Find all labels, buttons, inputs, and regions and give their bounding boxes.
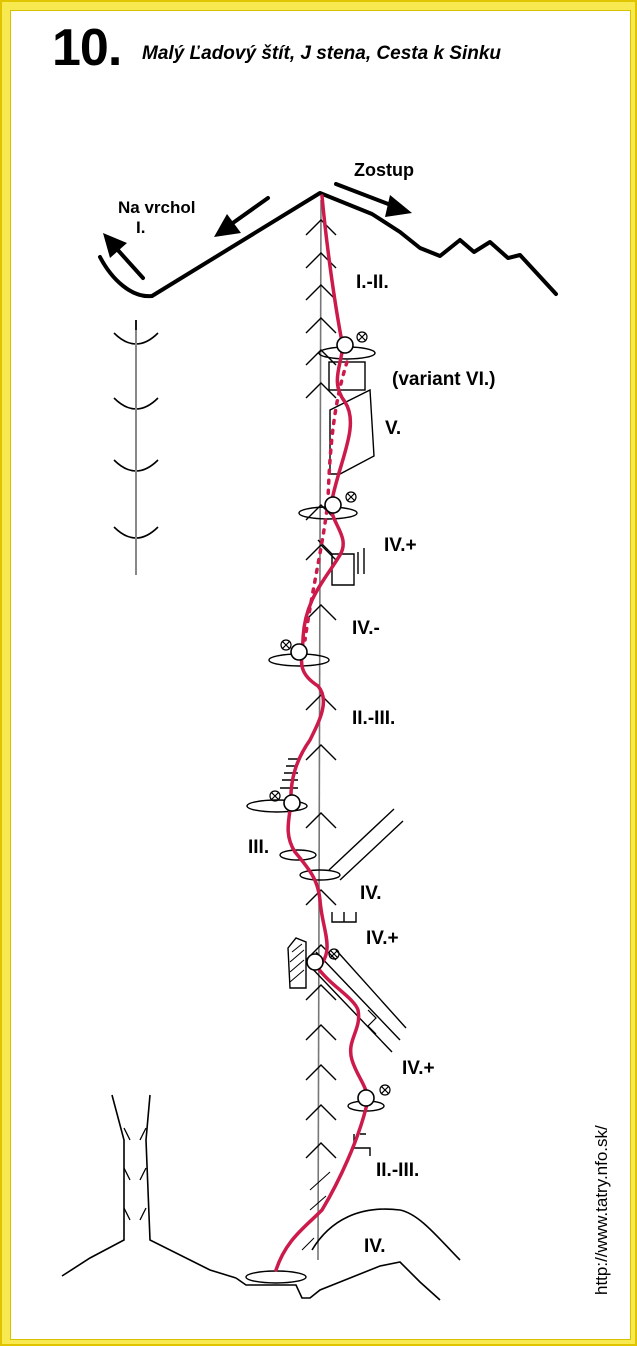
summit-ridge: [98, 191, 558, 299]
left-gully-2: [145, 1094, 237, 1279]
arrow-left-shaft: [228, 196, 270, 227]
arrow-descent-shaft: [334, 182, 398, 209]
grade-label: IV.+: [366, 928, 399, 949]
grade-label: II.-III.: [352, 708, 396, 729]
start-ledge: [245, 1270, 307, 1284]
hatching-lower: [299, 1171, 331, 1251]
grade-label: I.-II.: [356, 272, 389, 293]
crack-feature-2: [280, 758, 298, 789]
base-slope: [235, 1261, 441, 1301]
crack-feature-1: [357, 548, 365, 574]
right-base: [311, 1208, 461, 1261]
climbing-route: [274, 194, 370, 1272]
grade-label: II.-III.: [376, 1160, 420, 1181]
belays: [283, 336, 375, 1107]
arrow-left-head: [214, 214, 241, 237]
ramp-feature-1: [328, 808, 404, 881]
source-url: http://www.tatry.nfo.sk/: [592, 1125, 611, 1295]
gully-chevrons: [123, 1127, 147, 1221]
grade-label: V.: [385, 418, 402, 439]
label-summit-grade: I.: [136, 218, 146, 237]
hatching: [289, 943, 305, 983]
ramp-feature-2: [305, 949, 407, 1053]
grade-label: IV.+: [384, 535, 417, 556]
crack-feature-4: [367, 1009, 377, 1035]
ledge-5: [279, 849, 317, 861]
arrow-descent-head: [385, 195, 412, 217]
label-summit: Na vrchol: [118, 198, 196, 217]
grade-label: (variant VI.): [392, 369, 496, 390]
bolt-symbols: [269, 331, 391, 1096]
crack-feature-3: [331, 912, 357, 923]
roof-feature-3: [317, 539, 355, 586]
route-number: 10.: [52, 19, 122, 77]
label-descent: Zostup: [354, 160, 414, 180]
grade-label: III.: [248, 837, 270, 858]
grade-label: IV.: [364, 1236, 386, 1257]
left-fall-line: [113, 320, 159, 575]
grade-label: IV.-: [352, 618, 380, 639]
central-fall-line: [305, 199, 337, 1261]
overhang-feature: [287, 937, 307, 989]
route-title: Malý Ľadový štít, J stena, Cesta k Sinku: [142, 43, 502, 64]
arrow-summit-shaft: [114, 246, 145, 280]
grade-label: IV.: [360, 883, 382, 904]
left-gully: [61, 1094, 125, 1277]
grade-label: IV.+: [402, 1058, 435, 1079]
arrow-summit-head: [103, 233, 127, 258]
ledge-6: [299, 869, 341, 881]
